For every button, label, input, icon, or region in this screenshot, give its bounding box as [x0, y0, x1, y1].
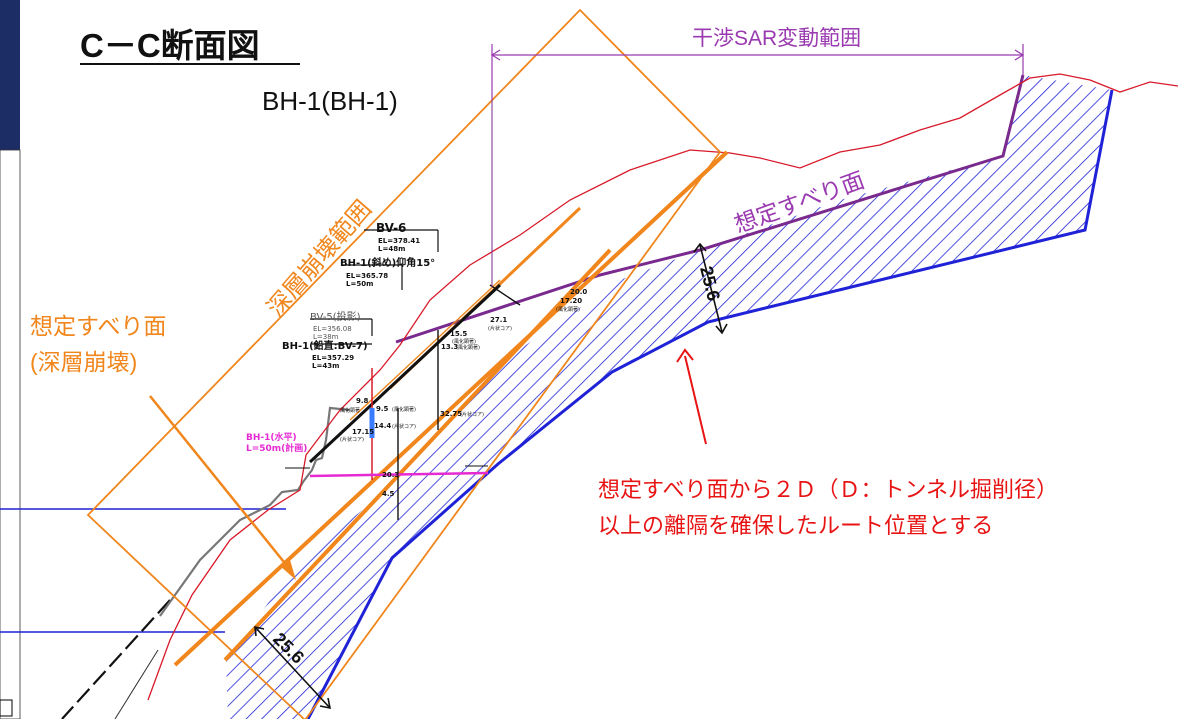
- svg-text:L=43m: L=43m: [312, 362, 339, 370]
- borehole-label-bh1-inclined: BH-1(斜め)仰角15° EL=365.78 L=50m: [340, 256, 435, 288]
- depth-27-1: 27.1: [490, 316, 507, 324]
- depth-20-3: 20.3: [382, 471, 399, 479]
- terrain-profile: [147, 73, 1178, 701]
- dimension-arrow-lower-head-b: [319, 697, 332, 710]
- depth-15-5: 15.5: [450, 330, 467, 338]
- depth-17-15: 17.15: [352, 428, 374, 436]
- page-title: C－C断面図: [80, 27, 260, 64]
- side-bar: [0, 0, 20, 150]
- svg-text:EL=378.41: EL=378.41: [378, 237, 420, 245]
- dimension-arrow-lower-head-a: [254, 625, 265, 637]
- borehole-label-bv6: BV-6 EL=378.41 L=48m: [376, 221, 420, 253]
- dimension-arrow-upper: [699, 244, 723, 333]
- svg-text:BH-1(斜め)仰角15°: BH-1(斜め)仰角15°: [340, 256, 435, 269]
- hatched-zone: [226, 75, 1112, 719]
- depth-32-75: 32.75: [440, 410, 462, 418]
- note-line-1: 想定すべり面から２Ｄ（Ｄ：トンネル掘削径）: [598, 477, 1058, 502]
- depth-13-3: 13.3: [441, 343, 458, 351]
- depth-14-4-sub: (片状コア): [392, 423, 416, 430]
- slip-surface-line: [395, 74, 1025, 344]
- borehole-label-bh1-horizontal: BH-1(水平) L=50m(計画): [246, 431, 307, 454]
- borehole-line-b: [489, 284, 521, 306]
- deep-slip-line-upper: [173, 150, 729, 667]
- assumed-slip-surface-deep-line1: 想定すべり面: [30, 313, 166, 339]
- note-arrow-head: [676, 348, 694, 363]
- depth-9-8-sub: 風化顕著: [340, 407, 360, 414]
- svg-text:L=50m(計画): L=50m(計画): [246, 442, 307, 454]
- svg-text:L=38m: L=38m: [313, 333, 339, 341]
- depth-20-0: 20.0: [570, 288, 587, 296]
- borehole-inclined: [308, 283, 502, 464]
- svg-text:L=48m: L=48m: [378, 245, 405, 253]
- svg-text:BH-1(鉛直:BV-7): BH-1(鉛直:BV-7): [282, 339, 368, 352]
- sar-right-arrow: [1014, 49, 1025, 61]
- depth-27-1-sub: (片状コア): [488, 325, 512, 332]
- borehole-label-bv5: BV-5(投影) EL=356.08 L=38m: [310, 310, 361, 341]
- route-boundary-line: [306, 89, 1114, 719]
- label-brackets: [310, 229, 439, 345]
- deep-slip-line-lower: [223, 248, 612, 662]
- depth-15-5-sub: (風化顕著): [452, 338, 476, 345]
- svg-text:EL=365.78: EL=365.78: [346, 272, 388, 280]
- dimension-arrow-upper-head-b: [715, 323, 728, 335]
- dashed-line: [61, 599, 171, 719]
- callout-arrowhead: [280, 560, 296, 580]
- dimension-arrow-lower: [254, 626, 331, 709]
- depth-9-5: 9.5: [376, 405, 389, 413]
- thin-orange-line: [349, 279, 501, 421]
- svg-text:EL=356.08: EL=356.08: [313, 325, 352, 333]
- depth-32-75-sub: (片状コア): [460, 411, 484, 418]
- gray-terrain: [159, 406, 351, 617]
- borehole-label-bh1-vertical: BH-1(鉛直:BV-7) EL=357.29 L=43m: [282, 339, 368, 370]
- dimension-arrow-upper-head-a: [693, 242, 707, 253]
- depth-9-8: 9.8: [356, 397, 369, 405]
- callout-line: [149, 395, 293, 573]
- svg-text:EL=357.29: EL=357.29: [312, 354, 354, 362]
- corner-box: [0, 699, 13, 717]
- assumed-slip-surface-deep-line2: (深層崩壊): [30, 349, 137, 375]
- borehole-heading: BH-1(BH-1): [262, 86, 398, 116]
- note-arrow-shaft: [684, 355, 707, 445]
- sar-left-arrow: [490, 49, 501, 61]
- svg-text:BH-1(水平): BH-1(水平): [246, 431, 297, 443]
- depth-4-5: 4.5: [382, 490, 395, 498]
- depth-13-3-sub: (風化顕著): [456, 344, 480, 351]
- side-frame: [0, 149, 21, 719]
- svg-text:BV-5(投影): BV-5(投影): [310, 310, 361, 323]
- depth-17-20: 17.20: [560, 297, 582, 305]
- depth-9-5-sub: (風化顕著): [392, 406, 416, 413]
- depth-labels: 27.1 (片状コア) 15.5 (風化顕著) 13.3 (風化顕著) 20.0…: [340, 288, 587, 498]
- svg-text:L=50m: L=50m: [346, 280, 373, 288]
- note-line-2: 以上の離隔を確保したルート位置とする: [598, 513, 993, 538]
- depth-14-4: 14.4: [374, 422, 391, 430]
- terrain-line-dark: [114, 649, 159, 719]
- depth-17-20-sub: (風化顕著): [556, 306, 580, 313]
- svg-text:BV-6: BV-6: [376, 221, 406, 235]
- depth-17-15-sub: (片状コア): [340, 436, 364, 443]
- interference-range-label: 干渉SAR変動範囲: [692, 27, 861, 50]
- borehole-horizontal: [309, 471, 489, 478]
